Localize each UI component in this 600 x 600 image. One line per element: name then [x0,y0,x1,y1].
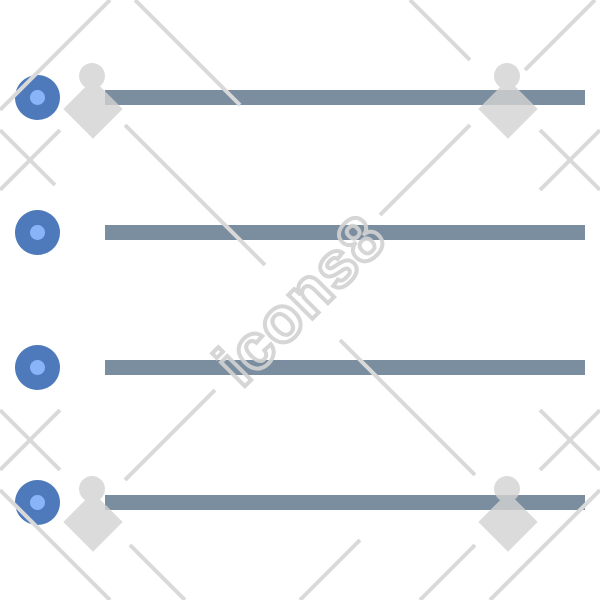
bullet-center [30,90,45,105]
list-line [105,225,585,240]
bullet-icon [15,210,60,255]
bullet-icon [15,480,60,525]
list-row [0,207,600,257]
list-row [0,477,600,527]
list-line [105,90,585,105]
bullet-icon [15,345,60,390]
bullet-center [30,360,45,375]
list-line [105,360,585,375]
bullet-icon [15,75,60,120]
bullet-center [30,225,45,240]
bullet-center [30,495,45,510]
list-line [105,495,585,510]
list-row [0,72,600,122]
list-row [0,342,600,392]
